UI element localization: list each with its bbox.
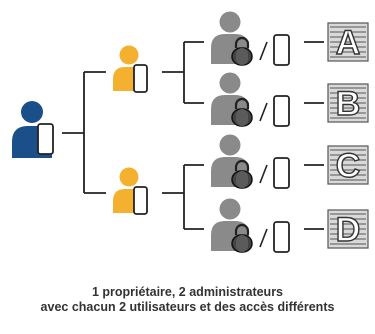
user-icon	[211, 11, 290, 67]
resource-document-c: C	[327, 145, 369, 186]
admin-icon	[113, 167, 148, 215]
caption-line-1: 1 propriétaire, 2 administrateurs	[91, 285, 284, 299]
user-icon	[211, 134, 290, 190]
admin-icon	[113, 45, 148, 93]
resource-document-b: B	[327, 83, 369, 124]
connector-lines	[62, 41, 324, 230]
resource-letter: B	[336, 85, 361, 123]
user-icon	[211, 72, 290, 128]
caption-line-2: avec chacun 2 utilisateurs et des accès …	[40, 300, 335, 314]
resource-letter: C	[336, 147, 361, 185]
resource-letter: D	[336, 211, 361, 249]
resource-letter: A	[336, 24, 361, 62]
owner-icon	[12, 101, 54, 158]
resource-document-d: D	[327, 209, 369, 250]
caption: 1 propriétaire, 2 administrateurs avec c…	[0, 285, 375, 315]
resource-document-a: A	[327, 22, 369, 63]
user-icon	[211, 198, 290, 254]
